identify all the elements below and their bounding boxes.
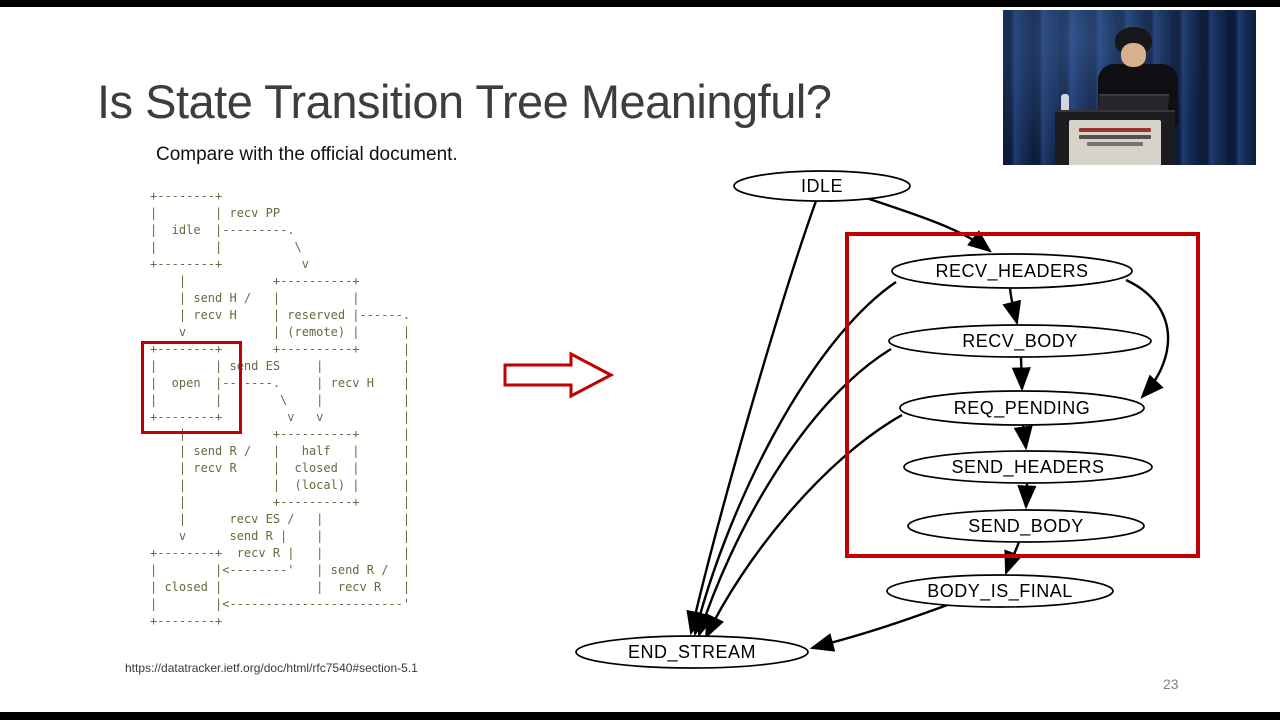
state-node-send-body-label: SEND_BODY (968, 516, 1084, 537)
state-node-body-is-final: BODY_IS_FINAL (886, 574, 1114, 608)
sign-text-line (1087, 142, 1143, 146)
podium (1055, 110, 1175, 165)
state-node-recv-headers-label: RECV_HEADERS (935, 261, 1088, 282)
sign-text-line (1079, 135, 1151, 139)
edge-idle-recv-headers (859, 194, 992, 253)
slide-title: Is State Transition Tree Meaningful? (97, 75, 832, 128)
edge-recv-body-end-stream (696, 347, 892, 638)
state-node-end-stream-label: END_STREAM (628, 642, 756, 663)
state-node-end-stream-ellipse (575, 635, 809, 669)
ascii-state-diagram: +--------+ | | recv PP | idle |---------… (150, 189, 411, 628)
state-node-idle-label: IDLE (801, 176, 843, 196)
edge-body-is-final-end-stream (809, 602, 951, 652)
sign-text-line (1079, 128, 1151, 132)
state-node-recv-body: RECV_BODY (888, 324, 1152, 358)
presenter-face (1121, 43, 1146, 67)
podium-sign (1069, 120, 1161, 165)
right-arrow-icon (503, 351, 615, 399)
diagram-highlight-box (845, 232, 1200, 558)
state-node-recv-headers-ellipse (891, 253, 1133, 289)
state-transition-diagram: IDLE RECV_HEADERS RECV_BODY REQ_PENDING … (575, 170, 1200, 669)
letterbox-bottom (0, 712, 1280, 720)
comparison-arrow (503, 351, 615, 399)
state-node-recv-body-label: RECV_BODY (962, 331, 1078, 352)
source-url: https://datatracker.ietf.org/doc/html/rf… (125, 661, 418, 675)
water-bottle (1061, 94, 1069, 113)
edge-req-pending-end-stream (704, 413, 903, 640)
page-number: 23 (1163, 676, 1179, 692)
state-node-recv-headers: RECV_HEADERS (891, 253, 1133, 289)
presenter-video (1003, 10, 1256, 165)
ascii-open-state-highlight-box (141, 341, 242, 434)
state-node-req-pending-ellipse (899, 390, 1145, 426)
edge-recv-body-req-pending (1011, 356, 1031, 392)
state-node-body-is-final-label: BODY_IS_FINAL (927, 581, 1073, 602)
state-node-body-is-final-ellipse (886, 574, 1114, 608)
slide-subtitle: Compare with the official document. (156, 144, 458, 165)
state-node-req-pending: REQ_PENDING (899, 390, 1145, 426)
letterbox-top (0, 0, 1280, 7)
state-node-end-stream: END_STREAM (575, 635, 809, 669)
state-node-send-headers-ellipse (903, 450, 1153, 484)
state-node-send-headers-label: SEND_HEADERS (951, 457, 1104, 478)
edge-idle-end-stream (686, 200, 818, 636)
state-node-send-body: SEND_BODY (907, 509, 1145, 543)
state-node-idle: IDLE (733, 170, 911, 202)
state-node-send-body-ellipse (907, 509, 1145, 543)
edge-recv-headers-req-pending (1125, 278, 1170, 399)
state-node-send-headers: SEND_HEADERS (903, 450, 1153, 484)
state-node-idle-ellipse (733, 170, 911, 202)
edge-req-pending-send-headers (1013, 424, 1033, 451)
edge-send-headers-send-body (1017, 482, 1037, 510)
edge-recv-headers-end-stream (690, 281, 897, 637)
edge-recv-headers-recv-body (1002, 287, 1022, 326)
state-node-req-pending-label: REQ_PENDING (954, 398, 1091, 419)
state-node-recv-body-ellipse (888, 324, 1152, 358)
